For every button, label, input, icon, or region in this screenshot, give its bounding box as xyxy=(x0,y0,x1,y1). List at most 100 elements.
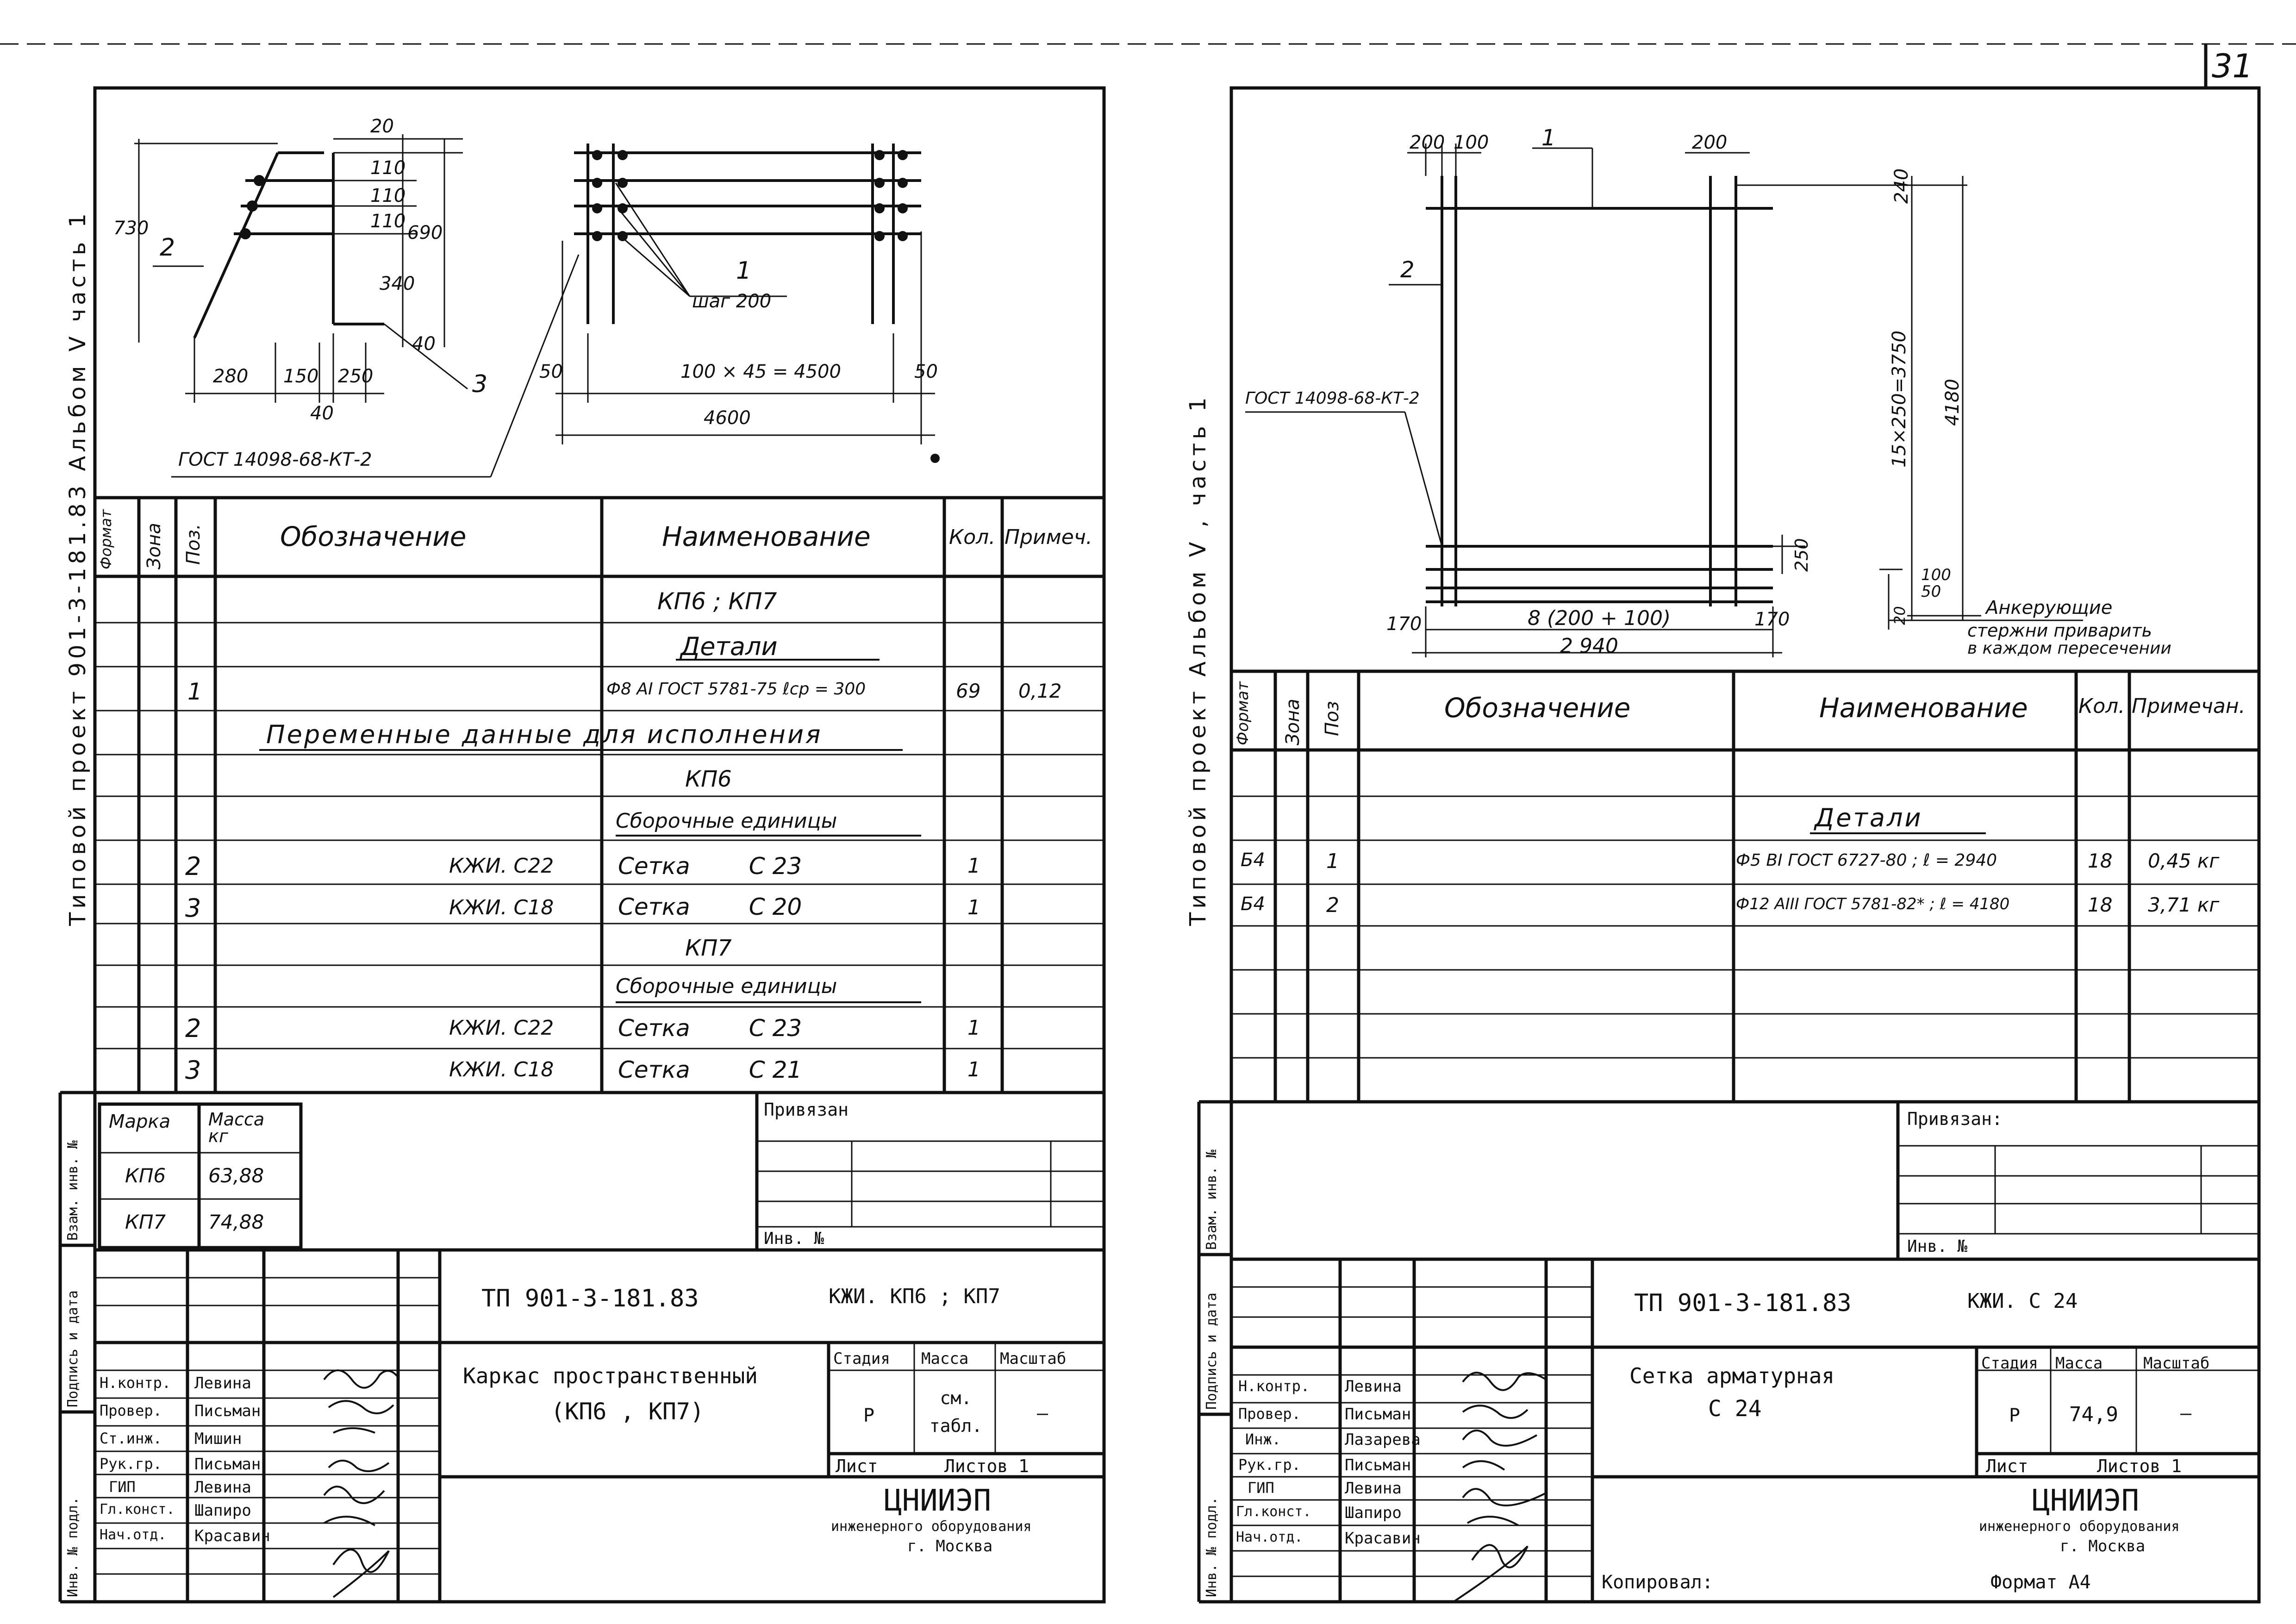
right-name-3: Лазарева xyxy=(1345,1430,1421,1449)
right-title-2: С 24 xyxy=(1708,1396,1762,1422)
left-privyazan: Привязан xyxy=(764,1099,849,1120)
hdr-qty: Кол. xyxy=(949,525,996,549)
pos-label-2: 2 xyxy=(160,234,175,262)
r-row2-pos: 2 xyxy=(1326,893,1339,917)
r-dim-50: 50 xyxy=(1921,582,1941,601)
row2-oboz: КЖИ. С22 xyxy=(449,854,554,878)
r-hdr-format: Формат xyxy=(1234,681,1252,745)
r-gost-label: ГОСТ 14098-68-КТ-2 xyxy=(1245,389,1420,408)
row4-oboz: КЖИ. С22 xyxy=(449,1016,554,1040)
row5-pos: 3 xyxy=(185,1056,201,1085)
left-org-1: ЦНИИЭП xyxy=(884,1484,992,1518)
row1-qty: 69 xyxy=(956,680,981,702)
hdr-oboz: Обозначение xyxy=(280,521,467,552)
r-dim-8x: 8 (200 + 100) xyxy=(1528,606,1671,630)
left-org-2: инженерного оборудования xyxy=(831,1518,1032,1535)
mass-hdr-mass: Масса кг xyxy=(208,1109,265,1146)
row4-pos: 2 xyxy=(185,1014,201,1043)
left-name-1: Левина xyxy=(194,1374,251,1393)
left-role-3: Ст.инж. xyxy=(100,1430,162,1447)
dim-110-a: 110 xyxy=(370,157,406,179)
r-dim-100b: 100 xyxy=(1921,566,1951,584)
r-note-1: Анкерующие xyxy=(1986,597,2113,618)
r-row2-fmt: Б4 xyxy=(1241,893,1265,915)
hdr-zone: Зона xyxy=(144,523,165,569)
right-inv-no: Инв. № xyxy=(1907,1237,1968,1256)
row3-name: Сетка С 20 xyxy=(618,893,802,920)
right-role-5: ГИП xyxy=(1248,1479,1274,1497)
left-stamp-vzam: Взам. инв. № xyxy=(65,1140,81,1241)
left-title-2: (КП6 , КП7) xyxy=(551,1398,705,1425)
r-dim-100: 100 xyxy=(1454,132,1489,153)
right-sheets-label: Листов 1 xyxy=(2097,1456,2182,1476)
row3-pos: 3 xyxy=(185,893,201,923)
right-name-4: Письман xyxy=(1345,1456,1411,1474)
left-role-6: Гл.конст. xyxy=(100,1501,175,1518)
right-scale: — xyxy=(2180,1403,2192,1424)
row1-pos: 1 xyxy=(187,678,202,705)
r-hdr-note: Примечан. xyxy=(2132,694,2246,718)
right-stage-label: Стадия xyxy=(1981,1354,2038,1373)
left-role-5: ГИП xyxy=(109,1478,136,1496)
r-dim-200b: 200 xyxy=(1692,132,1728,153)
format-label: Формат А4 xyxy=(1990,1572,2091,1593)
right-name-7: Красавин xyxy=(1345,1529,1421,1548)
right-role-3: Инж. xyxy=(1245,1430,1281,1448)
r-row2-name: Ф12 АIII ГОСТ 5781-82* ; ℓ = 4180 xyxy=(1736,895,2010,913)
left-scale-label: Масштаб xyxy=(1000,1349,1067,1368)
hdr-pos: Поз. xyxy=(183,524,204,565)
row5-qty: 1 xyxy=(967,1058,980,1081)
dim-150: 150 xyxy=(283,366,319,387)
r-row1-name: Ф5 ВI ГОСТ 6727-80 ; ℓ = 2940 xyxy=(1736,851,1997,870)
right-role-4: Рук.гр. xyxy=(1238,1456,1301,1474)
hdr-note: Примеч. xyxy=(1004,525,1092,549)
right-stage: Р xyxy=(2009,1405,2021,1426)
row2-qty: 1 xyxy=(967,854,980,878)
r-row1-fmt: Б4 xyxy=(1241,849,1265,871)
r-row1-note: 0,45 кг xyxy=(2148,849,2220,872)
right-stamp-sign-date: Подпись и дата xyxy=(1204,1293,1220,1410)
dim-40b: 40 xyxy=(310,403,334,424)
right-role-1: Н.контр. xyxy=(1238,1377,1310,1395)
right-title-1: Сетка арматурная xyxy=(1629,1363,1835,1388)
dim-4500: 100 × 45 = 4500 xyxy=(680,361,841,382)
row-details: Детали xyxy=(680,632,778,661)
right-mass-label: Масса xyxy=(2055,1354,2103,1373)
step-label: шаг 200 xyxy=(692,291,772,312)
page-number: 31 xyxy=(2211,47,2253,85)
r-pos-1: 1 xyxy=(1541,125,1556,151)
r-row1-pos: 1 xyxy=(1326,849,1339,873)
right-role-7: Нач.отд. xyxy=(1236,1529,1303,1545)
hdr-name: Наименование xyxy=(662,521,871,552)
right-scale-label: Масштаб xyxy=(2143,1354,2210,1373)
row-variable-data: Переменные данные для исполнения xyxy=(266,720,823,749)
left-mark: КЖИ. КП6 ; КП7 xyxy=(829,1285,1000,1308)
r-note-2: стержни приварить xyxy=(1967,620,2152,641)
left-side-title: Типовой проект 901-3-181.83 Альбом V час… xyxy=(65,210,91,926)
r-row1-qty: 18 xyxy=(2088,849,2113,872)
row-kp7: КП7 xyxy=(685,935,732,961)
dim-110-c: 110 xyxy=(370,211,406,232)
r-dim-240: 240 xyxy=(1891,168,1912,204)
left-org-3: г. Москва xyxy=(907,1537,993,1555)
dim-40: 40 xyxy=(412,333,436,355)
row3-oboz: КЖИ. С18 xyxy=(449,896,554,919)
right-mass: 74,9 xyxy=(2069,1403,2118,1426)
mass-row2-mark: КП7 xyxy=(125,1211,166,1233)
dim-4600: 4600 xyxy=(704,407,751,429)
right-stamp-inv-podl: Инв. № подл. xyxy=(1204,1497,1220,1597)
r-note-3: в каждом пересечении xyxy=(1967,639,2171,658)
row5-name: Сетка С 21 xyxy=(618,1056,802,1083)
r-pos-2: 2 xyxy=(1400,257,1415,283)
left-doc-code: ТП 901-3-181.83 xyxy=(481,1285,699,1312)
dim-730: 730 xyxy=(113,218,149,239)
right-name-2: Письман xyxy=(1345,1405,1411,1424)
dim-110-b: 110 xyxy=(370,185,406,206)
left-role-4: Рук.гр. xyxy=(100,1455,162,1473)
right-doc-code: ТП 901-3-181.83 xyxy=(1634,1289,1852,1317)
left-sheet-label: Лист xyxy=(836,1456,878,1476)
dim-690: 690 xyxy=(407,222,443,244)
r-row2-note: 3,71 кг xyxy=(2148,893,2220,916)
left-stage: Р xyxy=(863,1405,875,1426)
